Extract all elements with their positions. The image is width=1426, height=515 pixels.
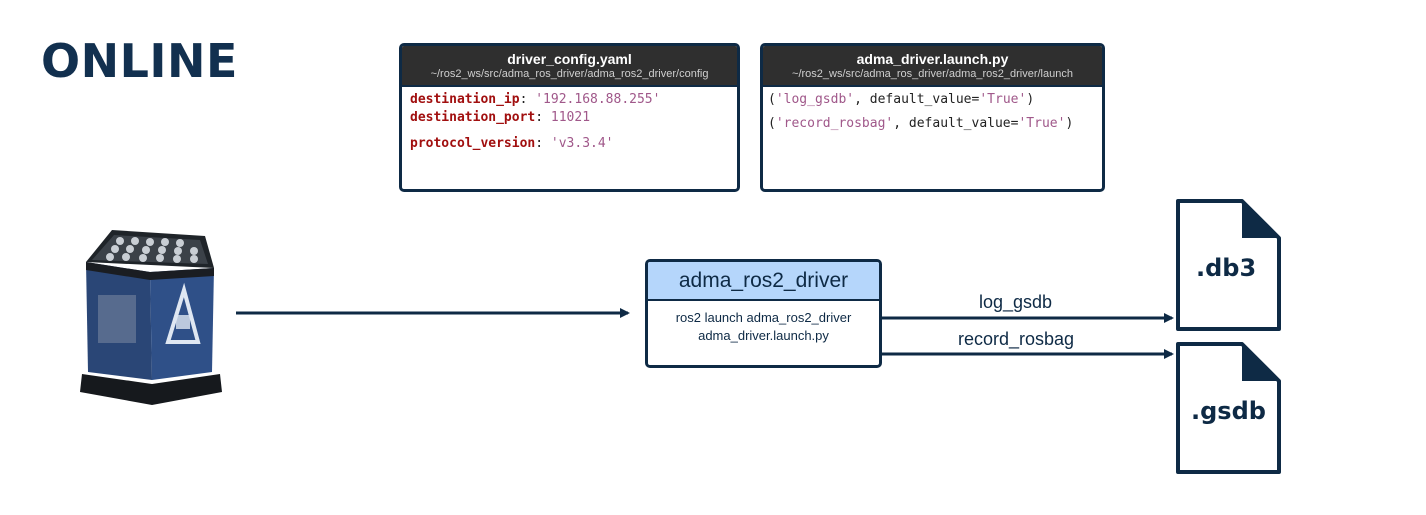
config-panel-header: driver_config.yaml ~/ros2_ws/src/adma_ro… [402,46,737,87]
gsdb-file-label: .gsdb [1191,397,1266,425]
launch-panel-title: adma_driver.launch.py [856,51,1009,67]
config-value: 'v3.3.4' [550,136,614,151]
launch-arg-name: 'log_gsdb' [775,92,855,107]
launch-arg-key: default_value= [869,92,980,107]
adma-device-icon [80,230,222,405]
launch-panel: adma_driver.launch.py ~/ros2_ws/src/adma… [760,43,1105,192]
config-code: destination_ip: '192.168.88.255'destinat… [402,87,737,157]
gsdb-file-icon [1176,342,1281,474]
launch-arg-key: default_value= [908,116,1019,131]
launch-panel-path: ~/ros2_ws/src/adma_ros_driver/adma_ros2_… [792,68,1073,80]
config-key: destination_port [410,110,536,125]
launch-line: ('record_rosbag', default_value='True') [768,116,1074,131]
driver-node: adma_ros2_driver ros2 launch adma_ros2_d… [645,259,882,368]
launch-line: ('log_gsdb', default_value='True') [768,92,1035,107]
config-line: protocol_version: 'v3.3.4' [410,136,614,151]
driver-node-body: ros2 launch adma_ros2_driver adma_driver… [648,301,879,345]
driver-launch-file: adma_driver.launch.py [698,328,829,343]
page-title: ONLINE [41,34,238,88]
driver-node-title: adma_ros2_driver [648,262,879,301]
record-rosbag-label: record_rosbag [958,329,1075,349]
config-panel: driver_config.yaml ~/ros2_ws/src/adma_ro… [399,43,740,192]
launch-arg-value: 'True' [979,92,1027,107]
config-key: destination_ip [410,92,520,107]
launch-arg-name: 'record_rosbag' [775,116,894,131]
driver-launch-command: ros2 launch adma_ros2_driver [675,310,852,325]
log-gsdb-label: log_gsdb [979,292,1053,312]
config-value: 11021 [550,110,591,125]
config-value: '192.168.88.255' [535,92,661,107]
config-line: destination_ip: '192.168.88.255' [410,92,661,107]
config-panel-title: driver_config.yaml [507,51,632,67]
config-key: protocol_version [410,136,536,151]
config-line: destination_port: 11021 [410,110,591,125]
launch-arg-value: 'True' [1018,116,1066,131]
launch-code: ('log_gsdb', default_value='True') ('reco… [763,87,1102,137]
db3-file-label: .db3 [1196,254,1257,282]
db3-file-icon [1176,199,1281,331]
config-panel-path: ~/ros2_ws/src/adma_ros_driver/adma_ros2_… [430,68,709,80]
launch-panel-header: adma_driver.launch.py ~/ros2_ws/src/adma… [763,46,1102,87]
